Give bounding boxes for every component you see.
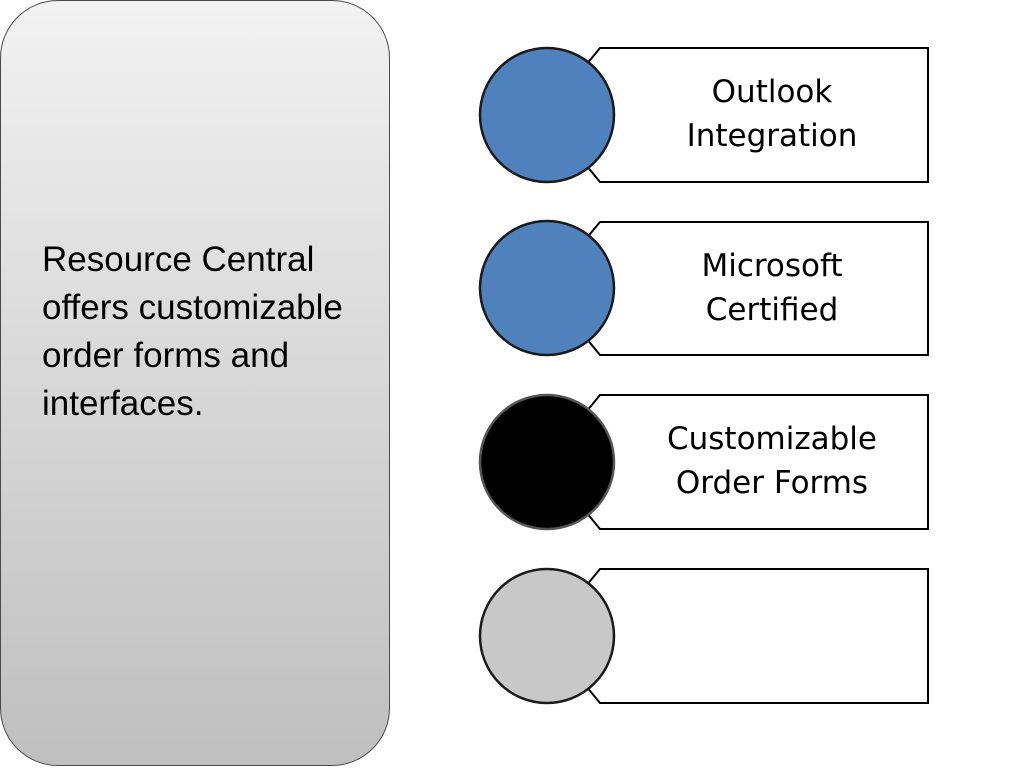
side-panel <box>0 0 390 766</box>
item-label-line: Customizable <box>666 421 877 457</box>
side-panel-text: Resource Central offers customizable ord… <box>42 240 343 423</box>
item-label-line: Certified <box>705 292 839 328</box>
item-customizable-order-forms <box>478 393 929 531</box>
item-label-microsoft-certified: Microsoft Certified <box>622 244 922 332</box>
black-circle-icon <box>478 393 616 531</box>
item-label-customizable-order-forms: Customizable Order Forms <box>622 417 922 505</box>
item-label-line: Order Forms <box>675 465 869 501</box>
blue-circle-icon <box>478 46 616 184</box>
blue-circle-icon <box>478 219 616 357</box>
item-microsoft-certified <box>478 219 929 357</box>
item-label-line: Integration <box>686 118 858 154</box>
item-empty <box>478 567 929 705</box>
item-label-outlook-integration: Outlook Integration <box>622 70 922 158</box>
item-outlook-integration <box>478 46 929 184</box>
item-label-line: Outlook <box>711 74 833 110</box>
gray-circle-icon <box>478 567 616 705</box>
item-label-line: Microsoft <box>701 248 843 284</box>
